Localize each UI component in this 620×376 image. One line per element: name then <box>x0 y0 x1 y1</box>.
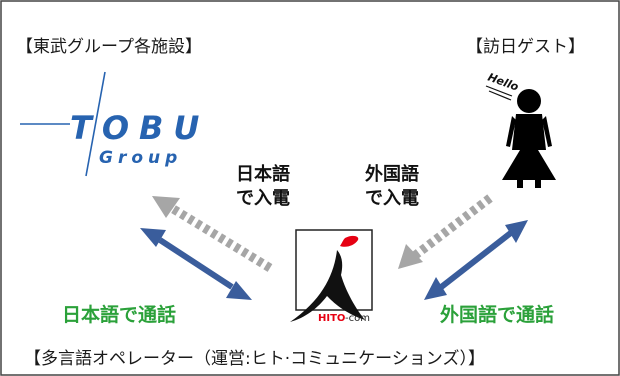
tobu-logo-text: TOBU <box>70 109 209 147</box>
tobu-group-facilities-label: 【東武グループ各施設】 <box>16 37 202 57</box>
guest-silhouette-icon <box>502 89 556 188</box>
tobu-slash-line <box>85 71 106 177</box>
foreign-talk-double-arrow <box>424 220 528 300</box>
tobu-logo: TOBU Group <box>20 71 209 177</box>
foreign-incoming-line: 外国語 <box>365 164 419 185</box>
foreign-incoming-label: 外国語 で入電 <box>365 163 419 211</box>
japanese-talk-label: 日本語で通話 <box>62 304 177 326</box>
hito-logo-red-text: HITO <box>318 313 345 324</box>
japanese-incoming-line: 日本語 <box>236 164 290 185</box>
multilingual-operator-label: 【多言語オペレーター（運営:ヒト·コミュニケーションズ）】 <box>24 349 485 369</box>
hito-red-flame-icon <box>340 235 359 247</box>
japanese-incoming-arrow <box>152 196 273 272</box>
hito-kanji-brush-icon <box>290 250 365 322</box>
hito-logo-text: -com <box>345 313 370 324</box>
tobu-logo-subtext: Group <box>99 148 182 168</box>
foreign-talk-label: 外国語で通話 <box>440 304 555 326</box>
foreign-guest-label: 【訪日ゲスト】 <box>466 37 585 57</box>
hito-com-logo: HITO -com <box>290 229 373 324</box>
japanese-incoming-line: で入電 <box>236 188 290 209</box>
speech-line <box>488 90 512 101</box>
japanese-talk-double-arrow <box>140 228 252 300</box>
hito-logo-frame <box>295 229 373 311</box>
foreign-incoming-arrow <box>398 194 493 269</box>
foreign-incoming-line: で入電 <box>365 188 419 209</box>
speech-line <box>485 85 513 97</box>
japanese-incoming-label: 日本語 で入電 <box>236 163 290 211</box>
